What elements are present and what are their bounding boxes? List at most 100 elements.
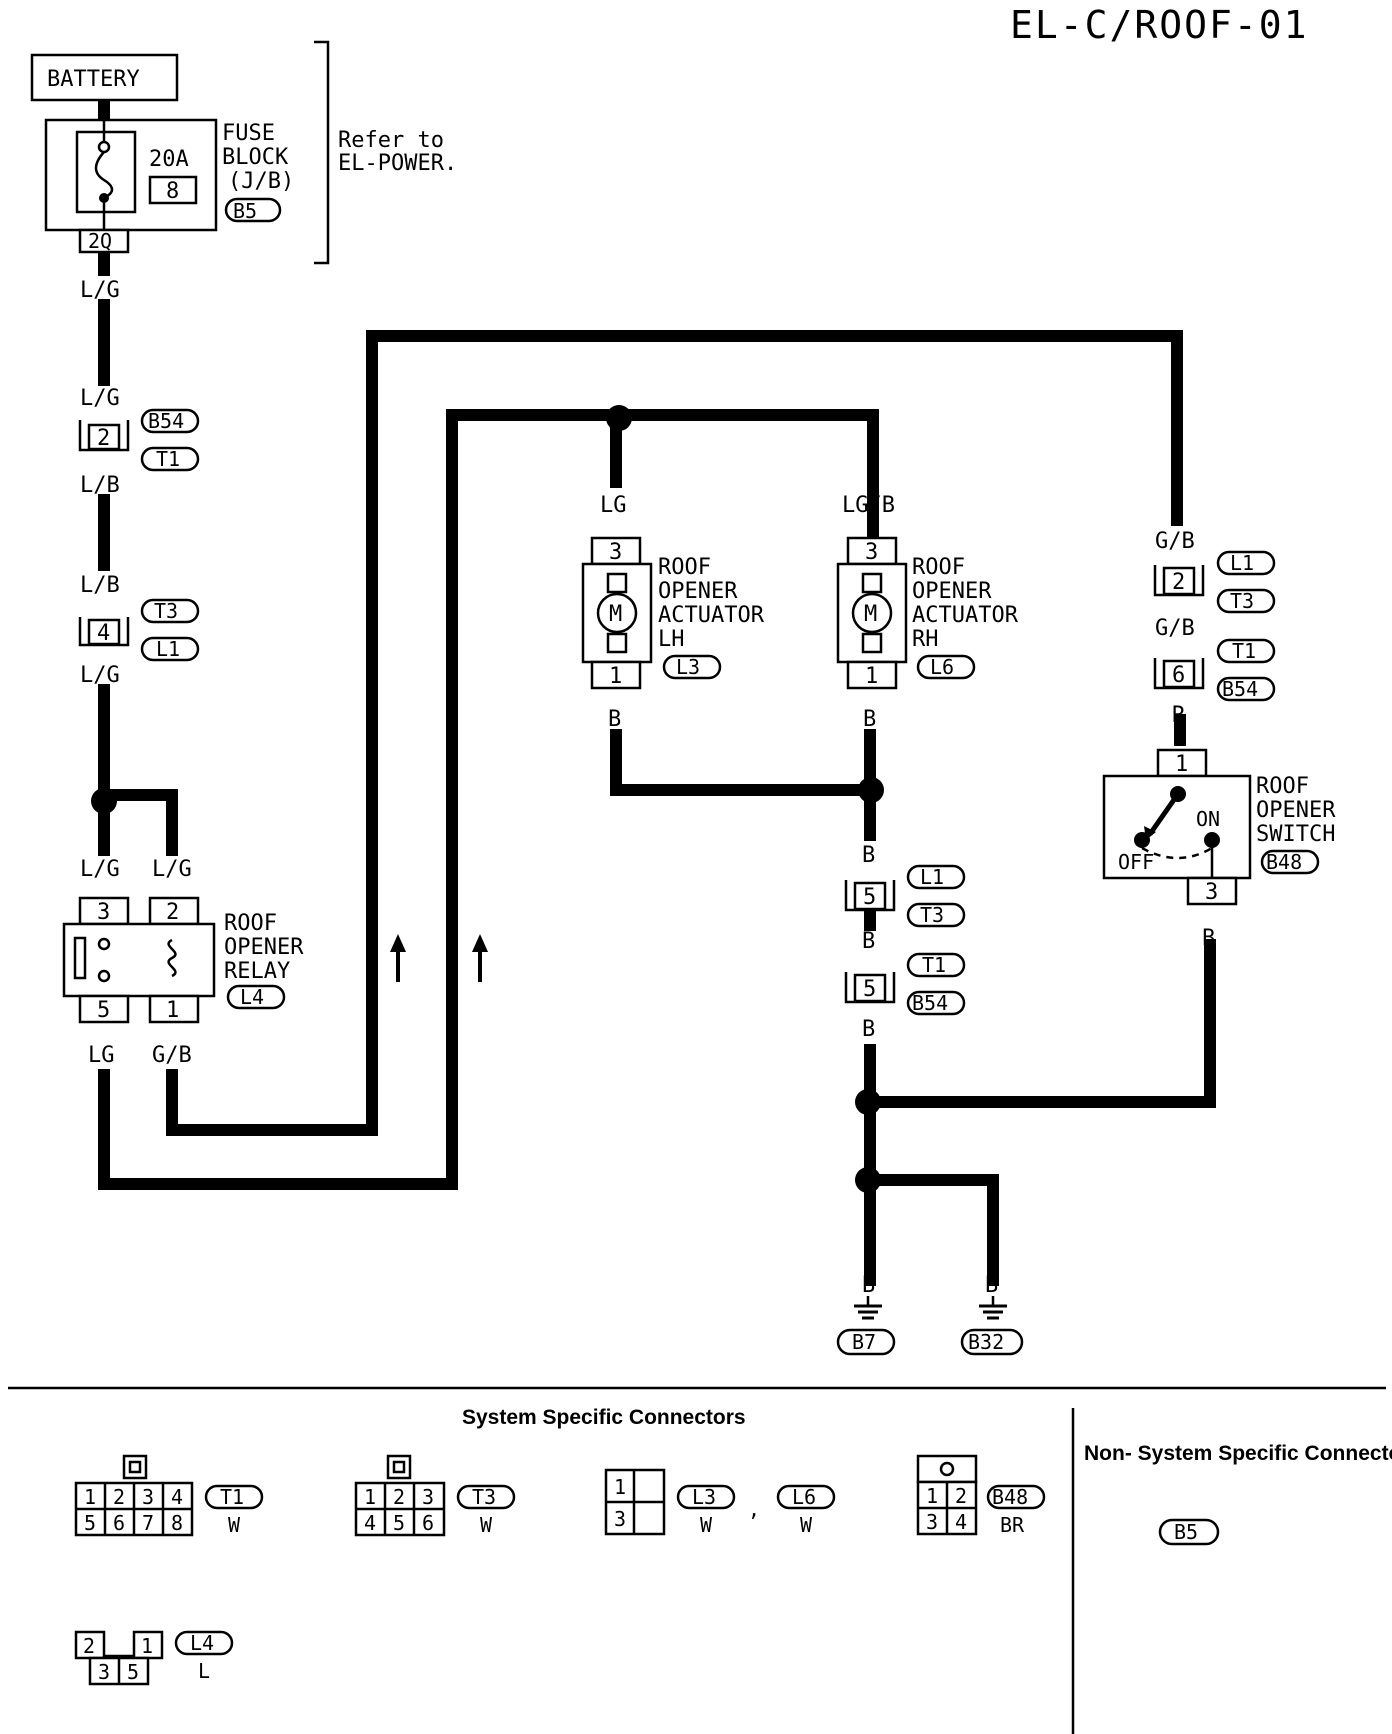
svg-text:M: M [609,602,622,627]
svg-text:ROOF: ROOF [1256,774,1309,799]
svg-text:4: 4 [364,1511,376,1535]
svg-text:3: 3 [865,540,878,565]
svg-text:5: 5 [393,1511,405,1535]
svg-text:RELAY: RELAY [224,959,290,984]
svg-text:W: W [228,1513,241,1537]
svg-text:5: 5 [863,977,876,1002]
svg-text:W: W [800,1513,813,1537]
legend-connector-t3: 1 2 3 4 5 6 T3 W [354,1454,516,1537]
svg-text:2: 2 [166,900,179,925]
svg-text:B: B [862,929,875,954]
svg-text:L/G: L/G [152,857,192,882]
svg-text:OPENER: OPENER [912,579,992,604]
svg-text:ACTUATOR: ACTUATOR [658,603,765,628]
svg-text:LG: LG [88,1043,115,1068]
svg-text:B48: B48 [992,1485,1028,1509]
svg-text:L/B: L/B [80,473,120,498]
svg-text:L4: L4 [190,1631,214,1655]
svg-text:M: M [864,602,877,627]
inline-connector-c2: 4 T3 L1 [78,598,200,662]
svg-text:L3: L3 [676,655,700,679]
fuse-rating: 20A [149,147,189,172]
svg-text:1: 1 [166,998,179,1023]
svg-text:B48: B48 [1266,850,1302,874]
svg-text:2: 2 [1172,570,1185,595]
svg-text:B: B [862,1273,875,1298]
svg-text:,: , [748,1497,760,1521]
svg-text:5: 5 [127,1660,139,1684]
svg-text:L/B: L/B [80,573,120,598]
roof-opener-switch: 1 ON OFF 3 ROOF OPENER SWITCH B48 [1102,748,1336,906]
svg-text:ACTUATOR: ACTUATOR [912,603,1019,628]
svg-text:L/G: L/G [80,278,120,303]
svg-text:3: 3 [926,1510,938,1534]
legend-connector-l4: 2 1 3 5 L4 L [74,1630,234,1686]
svg-text:1: 1 [609,664,622,689]
svg-text:1: 1 [84,1485,96,1509]
svg-text:7: 7 [142,1511,154,1535]
system-connectors-title: System Specific Connectors [462,1406,746,1429]
svg-text:T3: T3 [920,903,944,927]
roof-opener-relay: 3 2 5 1 ROOF OPENER RELAY L4 [62,896,304,1024]
svg-text:W: W [700,1513,713,1537]
svg-text:G/B: G/B [1155,529,1195,554]
svg-text:B54: B54 [148,409,184,433]
svg-text:T1: T1 [156,447,180,471]
svg-text:1: 1 [614,1475,626,1499]
battery: BATTERY [30,53,179,102]
svg-text:Refer to: Refer to [338,128,444,153]
svg-text:4: 4 [171,1485,183,1509]
svg-text:5: 5 [84,1511,96,1535]
svg-text:3: 3 [609,540,622,565]
svg-text:1: 1 [1175,752,1188,777]
svg-text:1: 1 [364,1485,376,1509]
junction-dots [91,405,884,1193]
svg-text:4: 4 [97,621,110,646]
ground-b32: B32 [960,1296,1024,1356]
wires [98,94,1216,1286]
svg-text:B: B [985,1273,998,1298]
fuse-connector: B5 [233,199,257,223]
svg-text:EL-POWER.: EL-POWER. [338,151,457,176]
svg-text:ROOF: ROOF [224,911,277,936]
fuse-terminal: 2Q [88,229,112,253]
inline-connector-c4: 6 T1 B54 [1153,638,1276,702]
svg-text:ROOF: ROOF [658,555,711,580]
svg-text:L/G: L/G [80,386,120,411]
svg-text:ROOF: ROOF [912,555,965,580]
non-system-connectors-title: Non- System Specific Connectors [1084,1442,1392,1465]
svg-text:OPENER: OPENER [224,935,304,960]
svg-text:1: 1 [141,1634,153,1658]
svg-text:1: 1 [926,1484,938,1508]
svg-text:B7: B7 [852,1330,876,1354]
svg-text:3: 3 [422,1485,434,1509]
svg-text:6: 6 [113,1511,125,1535]
svg-text:L/G: L/G [80,663,120,688]
svg-text:FUSE: FUSE [222,121,275,146]
svg-text:OFF: OFF [1118,850,1154,874]
svg-text:2: 2 [83,1634,95,1658]
svg-text:L1: L1 [920,865,944,889]
svg-text:BR: BR [1000,1513,1025,1537]
fuse-block: 20A 8 FUSE BLOCK (J/B) B5 2Q [44,118,294,254]
legend-connector-l3-l6: 1 3 L3 W , L6 W [604,1468,836,1537]
svg-text:L6: L6 [792,1485,816,1509]
svg-text:B32: B32 [968,1330,1004,1354]
svg-text:(J/B): (J/B) [228,169,294,194]
inline-connector-c6: 5 T1 B54 [844,952,966,1016]
svg-text:4: 4 [955,1510,967,1534]
svg-text:3: 3 [614,1507,626,1531]
svg-text:2: 2 [97,426,110,451]
svg-text:3: 3 [97,900,110,925]
svg-text:B5: B5 [1174,1520,1198,1544]
svg-text:5: 5 [97,998,110,1023]
svg-text:6: 6 [1172,663,1185,688]
svg-text:L3: L3 [692,1485,716,1509]
svg-text:B: B [1202,926,1215,951]
svg-text:B: B [862,843,875,868]
inline-connector-c3: 2 L1 T3 [1153,550,1276,614]
svg-text:BATTERY: BATTERY [47,67,140,92]
refer-bracket: Refer to EL-POWER. [314,40,457,265]
svg-text:T1: T1 [922,953,946,977]
svg-text:3: 3 [142,1485,154,1509]
